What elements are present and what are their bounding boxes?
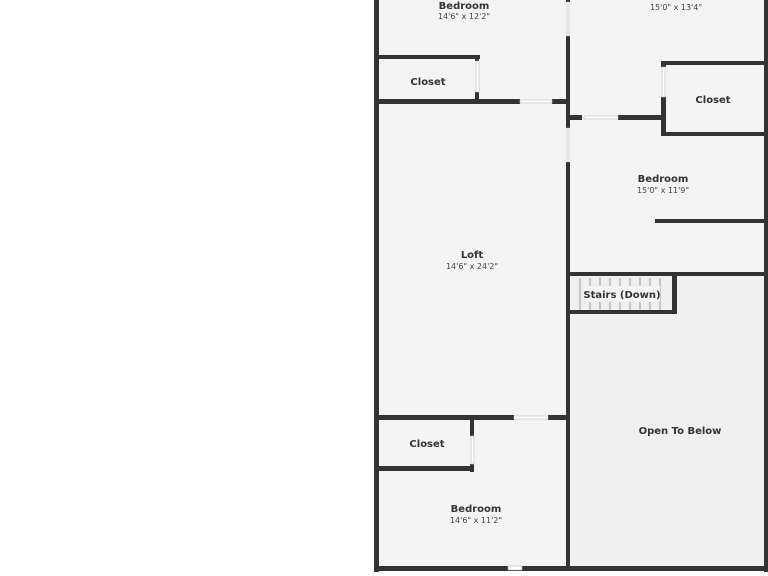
- stairs-right-wall: [672, 272, 677, 314]
- room-name-stairs: Stairs (Down): [583, 290, 660, 301]
- room-name-bedroom-3: Bedroom: [638, 174, 689, 185]
- room-name-closet-1: Closet: [410, 77, 445, 88]
- closet-3-side-wall-top: [470, 418, 474, 436]
- room-name-closet-2: Closet: [695, 95, 730, 106]
- door-closet-3: [470, 435, 475, 465]
- closet-3-bottom-wall: [376, 466, 474, 471]
- wall-west: [374, 0, 379, 572]
- wall-south: [374, 566, 768, 571]
- bedroom-2-bottom-wall-left: [568, 115, 582, 120]
- door-closet-2: [661, 66, 666, 98]
- closet-1-side-wall-lower: [475, 92, 479, 102]
- loft-bottom-wall-left: [376, 415, 514, 420]
- bedroom-3-closet-wall: [655, 219, 766, 223]
- door-closet-1: [475, 60, 480, 93]
- window-south: [507, 565, 523, 571]
- room-dims-bedroom-3: 15'0" x 11'9": [637, 186, 689, 195]
- walls: [374, 0, 768, 572]
- bedroom-2-bottom-wall-right: [618, 115, 664, 120]
- door-bedroom-2: [583, 115, 619, 120]
- door-loft-top: [519, 99, 553, 104]
- wall-center-upper: [566, 36, 570, 128]
- openings: [470, 1, 666, 571]
- closet-1-side-wall: [475, 55, 479, 61]
- room-name-bedroom-1: Bedroom: [439, 1, 490, 12]
- room-name-open-to-below: Open To Below: [639, 426, 722, 437]
- closet-2-bottom-wall: [661, 132, 766, 136]
- room-name-bedroom-4: Bedroom: [451, 504, 502, 515]
- door-center-mid: [566, 127, 570, 163]
- door-loft-bottom: [513, 415, 549, 420]
- closet-1-top-wall: [376, 55, 480, 59]
- room-dims-bedroom-4: 14'6" x 11'2": [450, 516, 502, 525]
- door-center-top: [566, 1, 570, 37]
- room-name-loft: Loft: [461, 250, 484, 261]
- wall-center-mid: [566, 162, 570, 314]
- room-dims-bedroom-1: 14'6" x 12'2": [438, 12, 490, 21]
- wall-center-lower: [566, 310, 570, 570]
- room-dims-bedroom-2: 15'0" x 13'4": [650, 3, 702, 12]
- stairs-bottom-wall: [566, 310, 677, 314]
- bedroom-3-bottom-wall: [566, 272, 766, 276]
- stairs-label-bg: [584, 286, 660, 302]
- wall-east: [764, 0, 768, 572]
- loft-bottom-wall-right: [548, 415, 568, 420]
- loft-top-wall-left: [376, 99, 520, 104]
- room-labels: Bedroom 14'6" x 12'2" 15'0" x 13'4" Clos…: [409, 1, 730, 525]
- closet-2-top-wall: [661, 61, 766, 65]
- room-name-closet-3: Closet: [409, 439, 444, 450]
- loft-top-wall-right: [552, 99, 568, 104]
- wall-center-top: [566, 0, 570, 2]
- room-dims-loft: 14'6" x 24'2": [446, 262, 498, 271]
- closet-2-left-wall-top: [661, 61, 666, 67]
- open-to-below-area: [570, 276, 766, 568]
